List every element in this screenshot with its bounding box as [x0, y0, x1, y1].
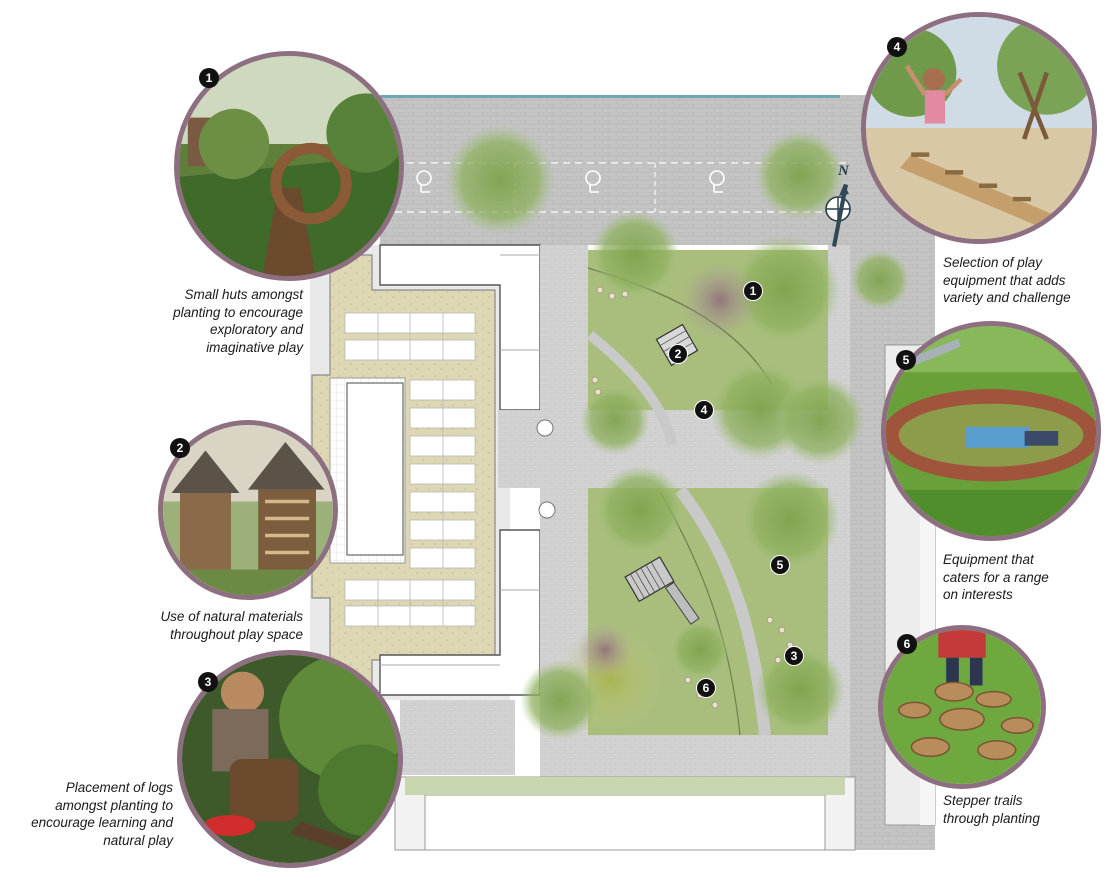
callout-badge-4: 4 — [887, 37, 907, 57]
north-arrow-icon — [825, 184, 851, 247]
photo-equipment-range — [881, 321, 1101, 541]
callout-badge-6: 6 — [897, 634, 917, 654]
caption-4-line-2: equipment that adds — [943, 272, 1066, 288]
caption-3-line-2: amongst planting to — [55, 797, 173, 813]
photo-balance-equipment — [861, 12, 1097, 244]
plan-marker-5: 5 — [770, 555, 790, 575]
plan-marker-4: 4 — [694, 400, 714, 420]
caption-1-line-2: planting to encourage — [173, 304, 303, 320]
caption-3-line-1: Placement of logs — [65, 780, 173, 795]
caption-5: Equipment that caters for a range on int… — [943, 551, 1108, 604]
callout-badge-2: 2 — [170, 438, 190, 458]
caption-3: Placement of logs amongst planting to en… — [10, 779, 173, 849]
caption-2-line-2: throughout play space — [170, 626, 303, 642]
callout-badge-3: 3 — [198, 672, 218, 692]
caption-6-line-1: Stepper trails — [943, 793, 1023, 808]
caption-3-line-3: encourage learning and — [31, 815, 173, 830]
caption-5-line-2: caters for a range — [943, 569, 1049, 585]
caption-6: Stepper trails through planting — [943, 792, 1103, 827]
callout-badge-1: 1 — [199, 68, 219, 88]
photo-huts-planting — [174, 51, 404, 281]
photo-stepper-logs — [878, 625, 1046, 789]
plan-marker-3: 3 — [784, 646, 804, 666]
caption-4-line-3: variety and challenge — [943, 290, 1071, 305]
caption-5-line-3: on interests — [943, 587, 1013, 602]
caption-2: Use of natural materials throughout play… — [100, 608, 303, 643]
caption-6-line-2: through planting — [943, 810, 1040, 826]
caption-4-line-1: Selection of play — [943, 255, 1043, 270]
caption-2-line-1: Use of natural materials — [160, 609, 303, 624]
caption-3-line-4: natural play — [103, 832, 173, 848]
plan-marker-2: 2 — [668, 344, 688, 364]
plan-marker-1: 1 — [743, 281, 763, 301]
caption-1-line-3: exploratory and — [209, 322, 303, 337]
plan-marker-6: 6 — [696, 678, 716, 698]
callout-badge-5: 5 — [896, 350, 916, 370]
caption-5-line-1: Equipment that — [943, 552, 1034, 567]
caption-1-line-4: imaginative play — [206, 339, 303, 355]
photo-child-logs — [177, 650, 403, 868]
caption-4: Selection of play equipment that adds va… — [943, 254, 1108, 307]
north-label: N — [838, 163, 849, 179]
caption-1-line-1: Small huts amongst — [184, 287, 303, 302]
caption-1: Small huts amongst planting to encourage… — [140, 286, 303, 356]
